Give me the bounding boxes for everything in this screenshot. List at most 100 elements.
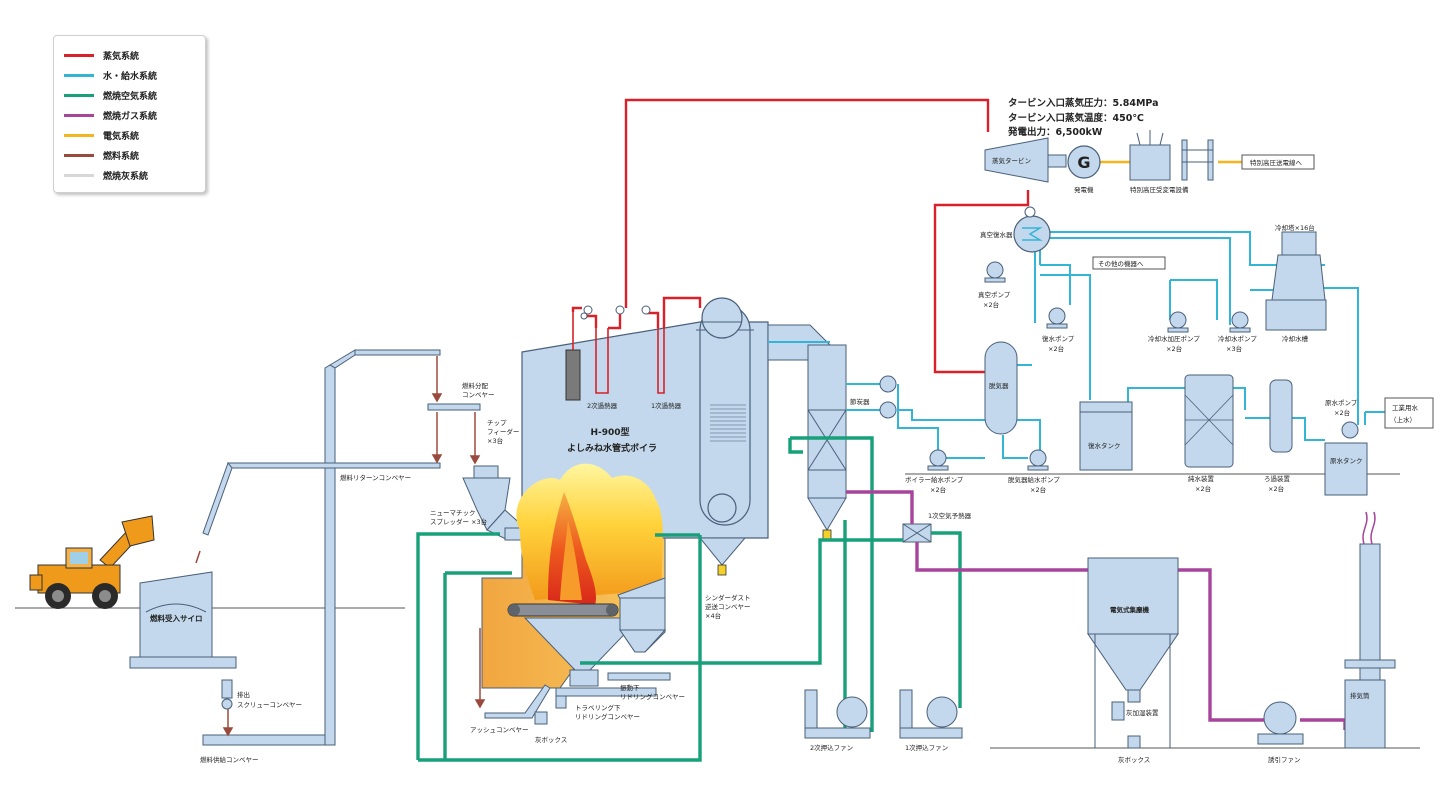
spec-temperature: タービン入口蒸気温度：450℃ bbox=[1008, 112, 1144, 124]
condenser-label: 真空復水器 bbox=[980, 230, 1013, 239]
raw-tank-label: 原水タンク bbox=[1330, 456, 1363, 465]
boiler-title: H-900型 よしみね水管式ボイラ bbox=[567, 426, 657, 454]
condensate-pump-label: 復水ポンプ bbox=[1042, 334, 1075, 343]
spec-pressure: タービン入口蒸気圧力：5.84MPa bbox=[1008, 97, 1159, 109]
screw-label-1: 排出 bbox=[237, 690, 250, 699]
other-equipment-label: その他の機器へ bbox=[1098, 259, 1144, 268]
filter-qty: ×2台 bbox=[1268, 484, 1284, 493]
spreader-label-2: スプレッダー ×3台 bbox=[430, 517, 487, 526]
equipment-labels: 蒸気タービン 発電機 特別高圧受変電設備 特別高圧送電線へ 真空復水器 真空ポン… bbox=[150, 156, 1419, 764]
legend-swatch-fuel bbox=[64, 153, 94, 157]
air-preheater-label: 1次空気予熱器 bbox=[928, 511, 972, 520]
superheaters bbox=[565, 312, 665, 401]
legend-swatch-air bbox=[64, 93, 94, 97]
transmission-label: 特別高圧送電線へ bbox=[1250, 158, 1303, 167]
boiler-feed-label: ボイラー給水ポンプ bbox=[905, 475, 964, 484]
legend-swatch-electric bbox=[64, 133, 94, 137]
other-equipment-box bbox=[1092, 256, 1166, 270]
fuel-silo bbox=[129, 571, 237, 710]
cooling-pump-label: 冷却水ポンプ bbox=[1218, 334, 1257, 343]
legend-label-ash: 燃焼灰系統 bbox=[103, 171, 149, 182]
legend-swatch-gas bbox=[64, 113, 94, 117]
legend-label-fuel: 燃料系統 bbox=[103, 151, 140, 162]
steam-valves bbox=[580, 305, 651, 320]
esp bbox=[1087, 557, 1179, 749]
ash-box-2-label: 灰ボックス bbox=[1118, 755, 1150, 764]
ash-humidifier-label: 灰加湿装置 bbox=[1126, 708, 1159, 717]
industrial-water-label-1: 工業用水 bbox=[1392, 403, 1419, 412]
grate-and-ash-hopper bbox=[507, 577, 667, 687]
cooling-pump-qty: ×3台 bbox=[1226, 344, 1242, 353]
air-lines bbox=[416, 436, 962, 762]
legend-swatch-steam bbox=[64, 53, 94, 57]
industrial-water-box bbox=[1384, 397, 1434, 429]
cinder-label-3: ×4台 bbox=[705, 611, 721, 620]
legend-item-water: 水・給水系統 bbox=[54, 65, 205, 85]
wheel-loader-illustration bbox=[29, 515, 155, 609]
chip-feeder-label-1: チップ bbox=[487, 419, 507, 427]
boiler-model-label: H-900型 bbox=[590, 426, 629, 438]
spec-labels: タービン入口蒸気圧力：5.84MPa タービン入口蒸気温度：450℃ 発電出力：… bbox=[1007, 97, 1159, 138]
condenser bbox=[1013, 206, 1051, 253]
cooling-booster-label: 冷却水加圧ポンプ bbox=[1148, 334, 1200, 343]
legend-label-gas: 燃焼ガス系統 bbox=[103, 111, 158, 122]
water-treatment-equipment bbox=[984, 231, 1368, 496]
fan-1st-label: 1次押込ファン bbox=[905, 743, 948, 752]
industrial-water-label-2: （上水） bbox=[1390, 415, 1416, 424]
esp-label: 電気式集塵機 bbox=[1110, 605, 1150, 614]
ash-box-label: 灰ボックス bbox=[535, 735, 567, 744]
sh2-label: 2次過熱器 bbox=[587, 401, 618, 410]
legend: 蒸気系統 水・給水系統 燃焼空気系統 燃焼ガス系統 電気系統 燃料系統 燃焼灰系… bbox=[53, 35, 206, 193]
spec-output: 発電出力：6,500kW bbox=[1007, 126, 1103, 138]
legend-swatch-water bbox=[64, 73, 94, 77]
id-fan-label: 誘引ファン bbox=[1268, 755, 1301, 764]
pure-water-qty: ×2台 bbox=[1195, 484, 1211, 493]
raw-pump-qty: ×2台 bbox=[1334, 408, 1350, 417]
screw-label-2: スクリューコンベヤー bbox=[237, 701, 302, 709]
dist-conveyor-label-2: コンベヤー bbox=[462, 391, 495, 399]
generator-label: 発電機 bbox=[1074, 185, 1094, 194]
air-preheater-1st bbox=[902, 523, 932, 543]
deaerator-feed-label: 脱気器給水ポンプ bbox=[1008, 475, 1060, 484]
trav-conveyor-label-1: トラベリング下 bbox=[575, 703, 621, 712]
substation-label: 特別高圧受変電設備 bbox=[1130, 185, 1189, 194]
vib-conveyor-label-2: リドリングコンベヤー bbox=[620, 692, 685, 701]
legend-item-ash: 燃焼灰系統 bbox=[54, 165, 205, 185]
cooling-booster-qty: ×2台 bbox=[1166, 344, 1182, 353]
cooling-tower-label: 冷却塔×16台 bbox=[1275, 223, 1315, 232]
stack bbox=[1344, 511, 1396, 749]
boiler-name-label: よしみね水管式ボイラ bbox=[567, 442, 657, 454]
legend-swatch-ash bbox=[64, 173, 94, 177]
generator-symbol: G bbox=[1077, 153, 1090, 172]
legend-label-air: 燃焼空気系統 bbox=[103, 91, 158, 102]
spreader-label-1: ニューマチック bbox=[430, 509, 476, 517]
legend-label-electric: 電気系統 bbox=[103, 131, 140, 142]
filter-label: ろ過装置 bbox=[1264, 474, 1291, 483]
cinder-label-2: 逆送コンベヤー bbox=[705, 602, 751, 611]
return-conveyor-label: 燃料リターンコンベヤー bbox=[340, 473, 411, 482]
condensate-pump-qty: ×2台 bbox=[1048, 344, 1064, 353]
fuel-conveyors bbox=[202, 349, 481, 746]
ash-conveyors bbox=[484, 672, 671, 725]
silo-label: 燃料受入サイロ bbox=[150, 613, 203, 623]
economizer-label: 節炭器 bbox=[850, 397, 870, 406]
turbine-generator bbox=[984, 130, 1214, 183]
steam-turbine-label: 蒸気タービン bbox=[992, 156, 1031, 165]
dist-conveyor-label-1: 燃料分配 bbox=[462, 381, 489, 390]
vib-conveyor-label-1: 振動下 bbox=[620, 683, 640, 692]
legend-item-gas: 燃焼ガス系統 bbox=[54, 105, 205, 125]
cooling-basin-label: 冷却水槽 bbox=[1282, 334, 1309, 343]
stack-label: 排気筒 bbox=[1350, 691, 1370, 700]
condensate-tank-label: 復水タンク bbox=[1088, 441, 1121, 450]
legend-label-steam: 蒸気系統 bbox=[103, 51, 140, 62]
raw-pump-label: 原水ポンプ bbox=[1325, 398, 1358, 407]
ash-conveyor-label: アッシュコンベヤー bbox=[470, 726, 529, 734]
chip-feeder-label-2: フィーダー bbox=[487, 427, 519, 436]
trav-conveyor-label-2: リドリングコンベヤー bbox=[575, 712, 640, 721]
supply-conveyor-label: 燃料供給コンベヤー bbox=[200, 755, 259, 764]
pure-water-label: 純水装置 bbox=[1188, 474, 1215, 483]
legend-label-water: 水・給水系統 bbox=[103, 71, 158, 82]
pumps bbox=[879, 261, 1359, 471]
cinder-label-1: シンダーダスト bbox=[705, 593, 751, 602]
